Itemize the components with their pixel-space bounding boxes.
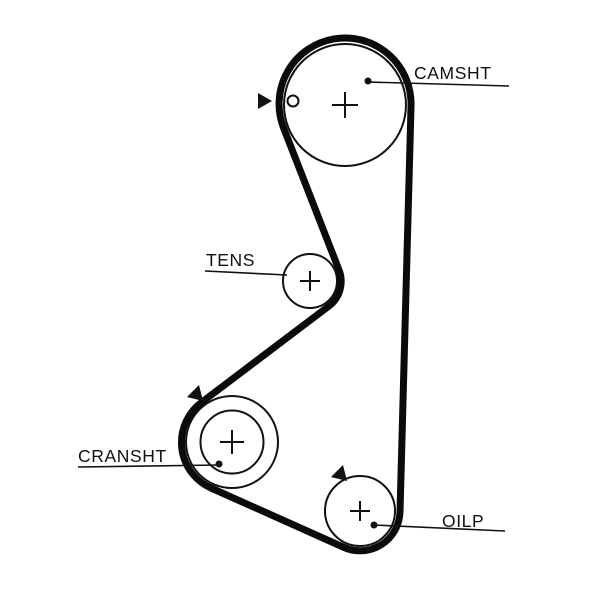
camshaft-pulley <box>283 43 407 167</box>
camshaft-center-cross <box>332 92 358 118</box>
camshaft-timing-mark-icon <box>286 94 300 108</box>
oil-pump-timing-arrow-icon <box>331 465 347 481</box>
crankshaft-center-cross <box>220 430 244 454</box>
crankshaft-pulley-outer <box>185 395 279 489</box>
tensioner-center-cross <box>300 271 320 291</box>
timing-belt <box>177 34 415 555</box>
oil-pump-pulley <box>324 475 396 547</box>
tensioner-label: TENS <box>206 250 255 270</box>
tensioner-leader-line <box>204 270 288 276</box>
camshaft-timing-arrow-icon <box>258 93 272 109</box>
crankshaft-leader-dot <box>215 460 223 468</box>
crankshaft-leader-line <box>77 464 220 468</box>
crankshaft-timing-arrow-icon <box>187 385 203 401</box>
crankshaft-pulley-inner <box>199 409 265 475</box>
camshaft-label: CAMSHT <box>414 63 492 83</box>
camshaft-leader-dot <box>364 77 372 85</box>
oil-pump-leader-line <box>373 524 506 532</box>
tensioner-pulley <box>282 253 338 309</box>
oil-pump-center-cross <box>350 501 370 521</box>
oil-pump-label: OILP <box>442 511 484 531</box>
camshaft-leader-line <box>367 81 510 87</box>
crankshaft-label: CRANSHT <box>78 446 167 466</box>
